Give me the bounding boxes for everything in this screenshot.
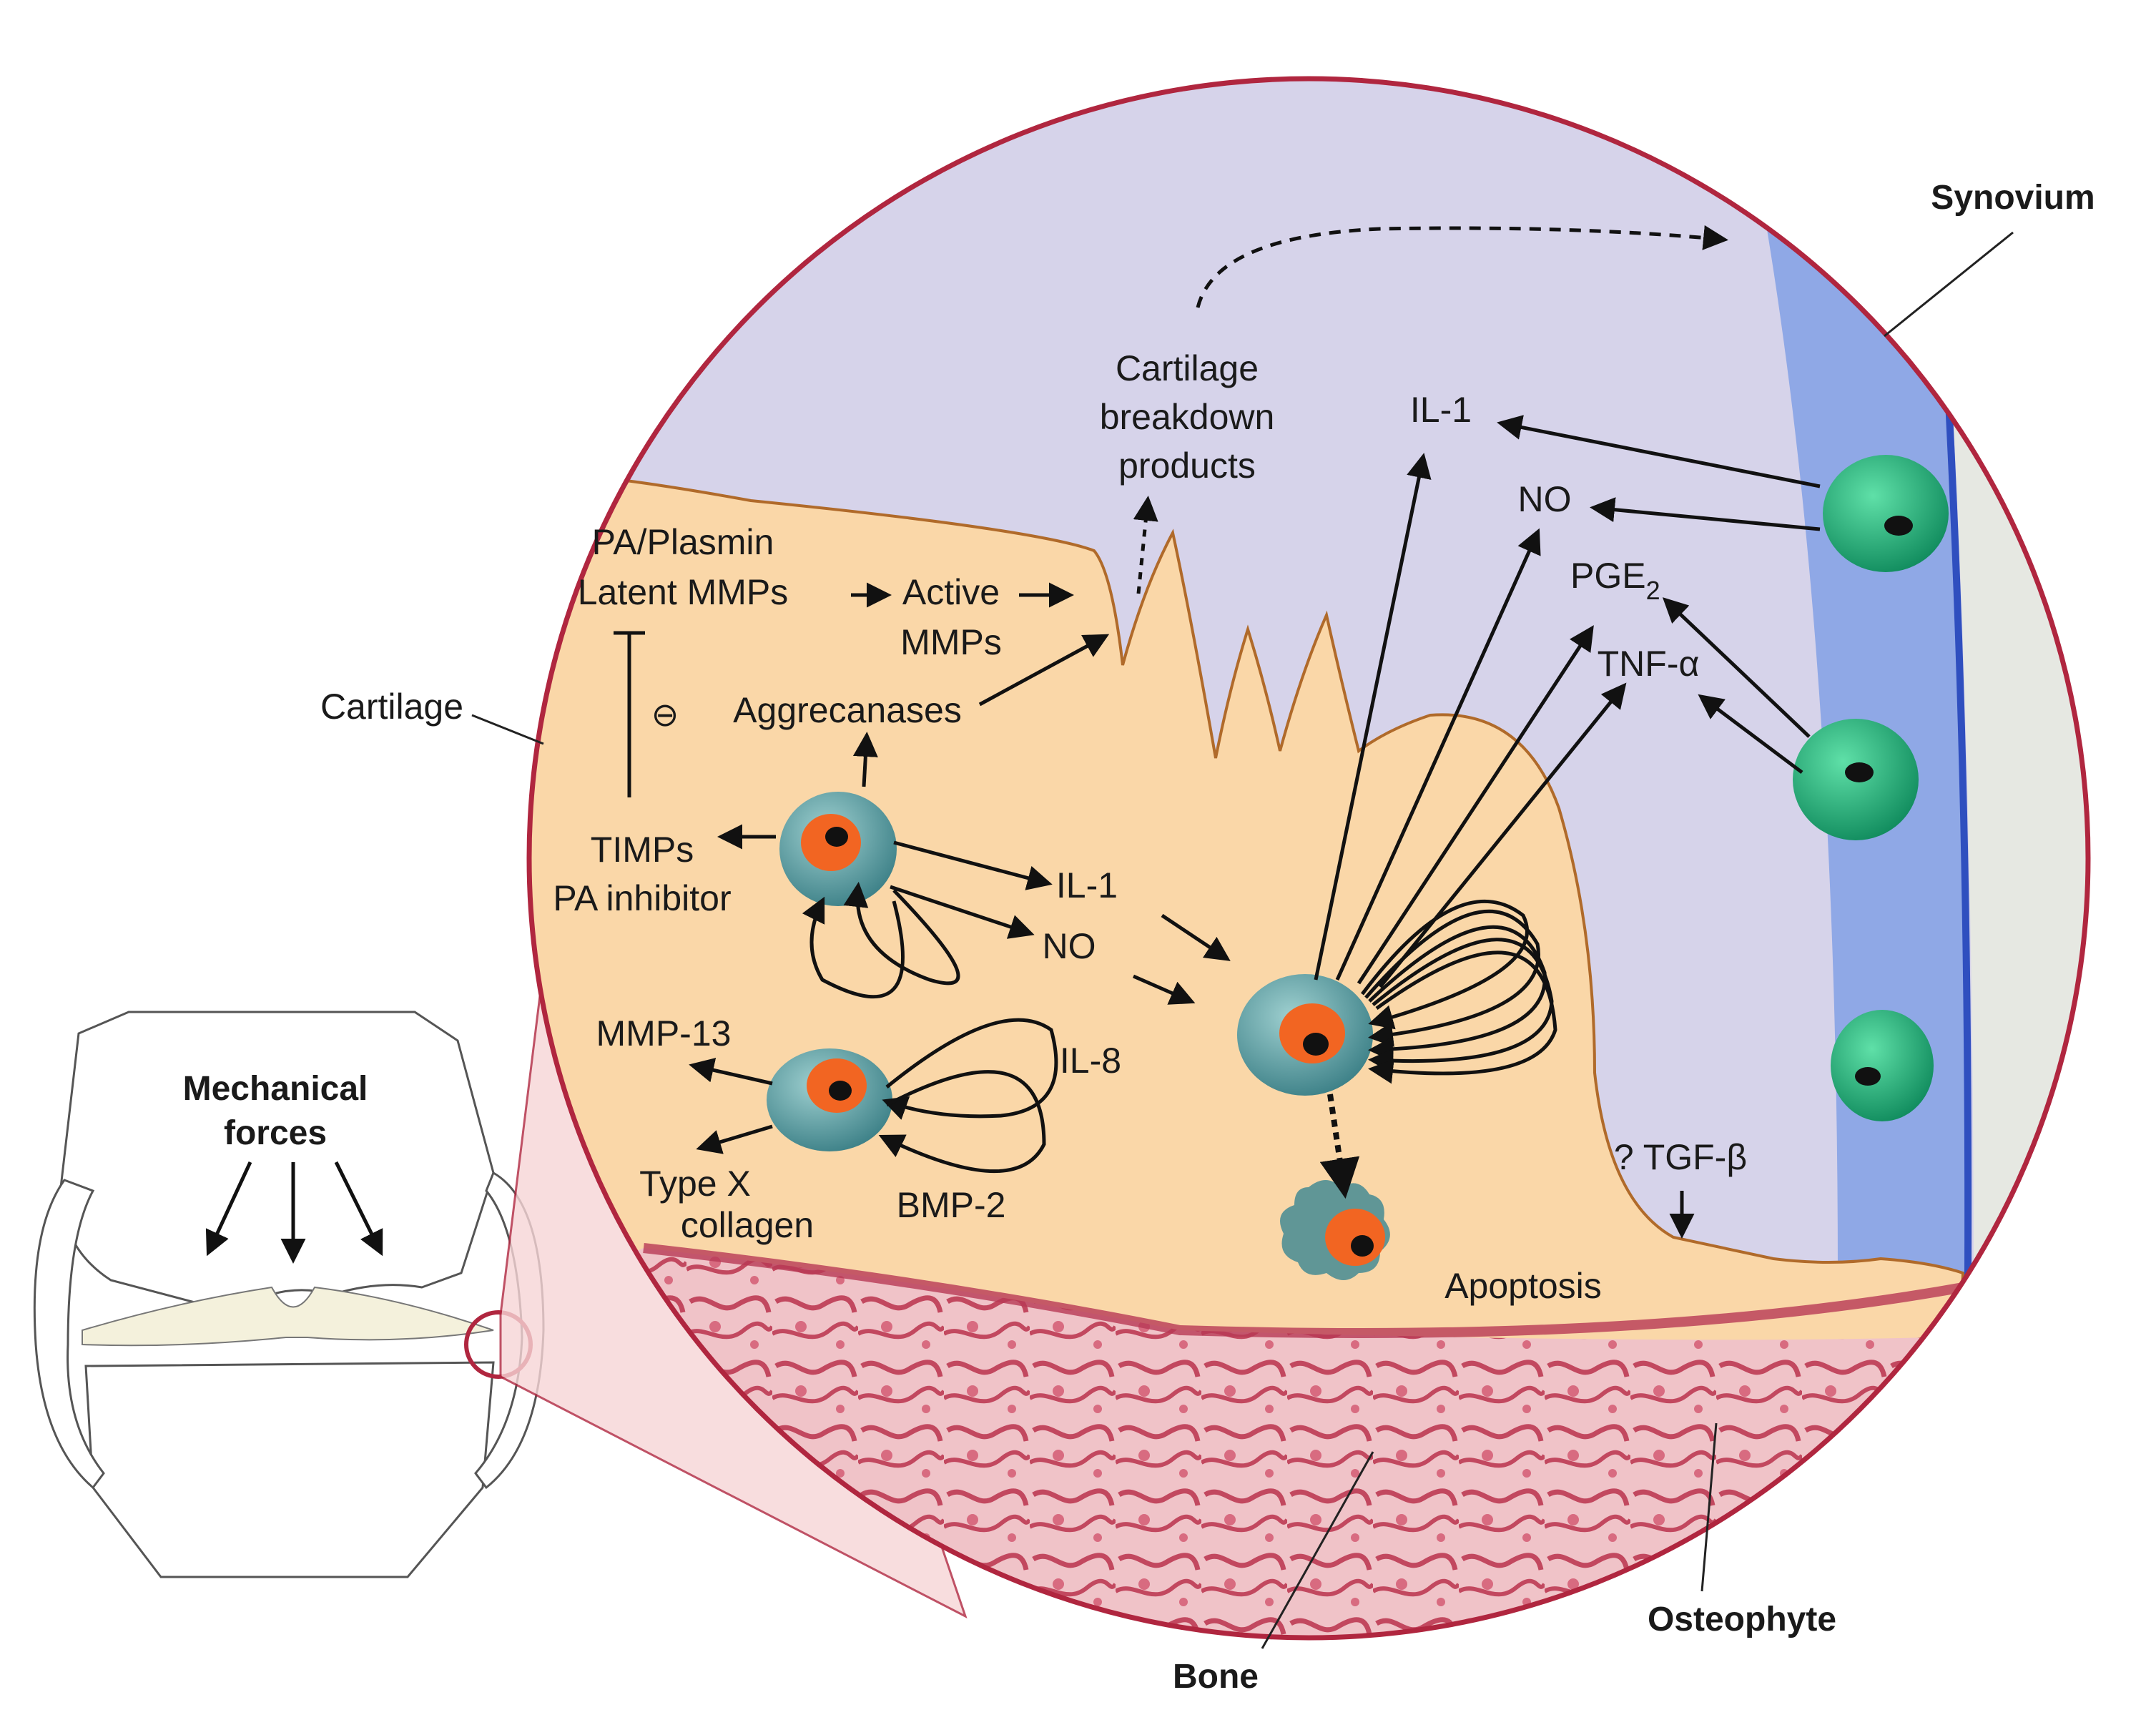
label-type-x: Type X — [639, 1164, 751, 1204]
arrow-cell-to-mmp13 — [689, 1058, 773, 1086]
arrow-il1-to-center-cell — [1161, 913, 1231, 961]
left-meniscus — [33, 1179, 105, 1490]
pathway-arrows — [614, 225, 1821, 1239]
label-no-left: NO — [1043, 926, 1096, 966]
arrow-center-to-tnf — [1379, 682, 1627, 988]
label-active-mmps-line2: MMPs — [900, 622, 1002, 662]
arrow-aggrecanases-to-surface — [978, 634, 1110, 707]
inhibit-sign: ⊖ — [651, 696, 679, 733]
label-breakdown-line2: breakdown — [1100, 397, 1275, 437]
label-apoptosis: Apoptosis — [1444, 1266, 1602, 1306]
knee-inset: Mechanical forces — [33, 1011, 545, 1578]
label-bone: Bone — [1173, 1658, 1259, 1696]
center-loop-1 — [1361, 899, 1529, 1030]
apoptotic-cell — [1280, 1180, 1390, 1280]
mechanical-forces-label-line1: Mechanical — [183, 1070, 368, 1108]
label-latent-mmps: Latent MMPs — [578, 572, 789, 612]
arrow-cell-to-aggrecanases — [852, 732, 878, 787]
label-breakdown-line1: Cartilage — [1116, 348, 1259, 388]
label-no-right: NO — [1518, 479, 1572, 519]
leader-osteophyte — [1700, 1422, 1718, 1592]
chondrocyte-top — [779, 792, 897, 906]
synovial-cell-3 — [1831, 1010, 1934, 1121]
arrow-syn-to-no — [1590, 497, 1821, 531]
text-labels: Synovium Cartilage Bone Osteophyte Carti… — [320, 179, 2095, 1696]
label-timps: TIMPs — [591, 830, 694, 870]
label-aggrecanases: Aggrecanases — [733, 690, 962, 730]
arrow-syn-to-il1 — [1497, 415, 1821, 488]
label-pge2: PGE2 — [1570, 556, 1660, 605]
label-active-mmps-line1: Active — [902, 572, 1000, 612]
arrow-center-to-pge2 — [1357, 625, 1594, 985]
label-pge2-subscript: 2 — [1646, 576, 1660, 605]
label-il1-left: IL-1 — [1056, 865, 1118, 905]
synovium-band — [1745, 107, 1971, 1273]
leader-bone — [1261, 1451, 1374, 1649]
label-cartilage: Cartilage — [320, 687, 463, 727]
arrow-center-to-no — [1335, 528, 1541, 981]
synovial-cell-1 — [1823, 455, 1949, 572]
label-tnf: TNF-α — [1598, 644, 1700, 684]
label-pa-inhibitor: PA inhibitor — [553, 878, 731, 918]
tibia-shape — [84, 1361, 495, 1578]
arrow-cell-to-no — [890, 885, 1035, 939]
autocrine-loop-1 — [843, 882, 960, 986]
force-arrow-left — [205, 1161, 252, 1257]
label-il1-right: IL-1 — [1410, 390, 1472, 430]
arrow-syn-to-pge2 — [1662, 597, 1811, 738]
synovial-cell-2 — [1793, 719, 1919, 840]
label-mmp13: MMP-13 — [596, 1013, 732, 1053]
arrow-cell-to-typex — [696, 1124, 773, 1154]
arrow-no-to-center-cell — [1132, 974, 1196, 1005]
center-loop-2 — [1364, 909, 1540, 1048]
dashed-arrow-to-synovium — [1196, 225, 1728, 308]
knee-cartilage-gap — [82, 1286, 494, 1347]
label-synovium: Synovium — [1931, 179, 2095, 217]
autocrine-loop-2 — [802, 896, 905, 999]
label-pa-plasmin: PA/Plasmin — [592, 522, 774, 562]
femur-shape — [59, 1011, 495, 1314]
label-breakdown-line3: products — [1118, 446, 1256, 486]
chondrocyte-bottom — [767, 1048, 892, 1151]
dotted-arrow-breakdown — [1133, 496, 1158, 594]
label-bmp2: BMP-2 — [897, 1185, 1006, 1225]
label-osteophyte: Osteophyte — [1648, 1601, 1836, 1638]
leader-synovium — [1884, 231, 2014, 338]
arrow-syn-to-tnf — [1698, 694, 1803, 774]
il8-loop — [882, 1018, 1058, 1120]
leader-cartilage — [471, 714, 544, 745]
force-arrow-right — [334, 1161, 383, 1257]
bmp2-loop — [878, 1070, 1046, 1174]
mechanical-forces-label-line2: forces — [224, 1114, 327, 1152]
cartilage-region — [529, 470, 1965, 1397]
label-pge2-base: PGE — [1570, 556, 1646, 596]
label-collagen: collagen — [681, 1205, 814, 1245]
arrow-cell-to-il1 — [893, 840, 1053, 890]
zoom-circle-outline — [526, 76, 2091, 1641]
label-il8: IL-8 — [1060, 1041, 1121, 1081]
dotted-arrow-apoptosis — [1319, 1094, 1360, 1199]
arrow-center-to-il1 — [1314, 453, 1432, 981]
leader-lines — [471, 231, 2014, 1649]
synovial-cells — [1793, 455, 1949, 1121]
label-tgf: ? TGF-β — [1614, 1137, 1747, 1177]
center-loop-5 — [1368, 950, 1557, 1084]
bone-surface-edge — [643, 1243, 1964, 1338]
chondrocyte-center — [1237, 974, 1373, 1096]
